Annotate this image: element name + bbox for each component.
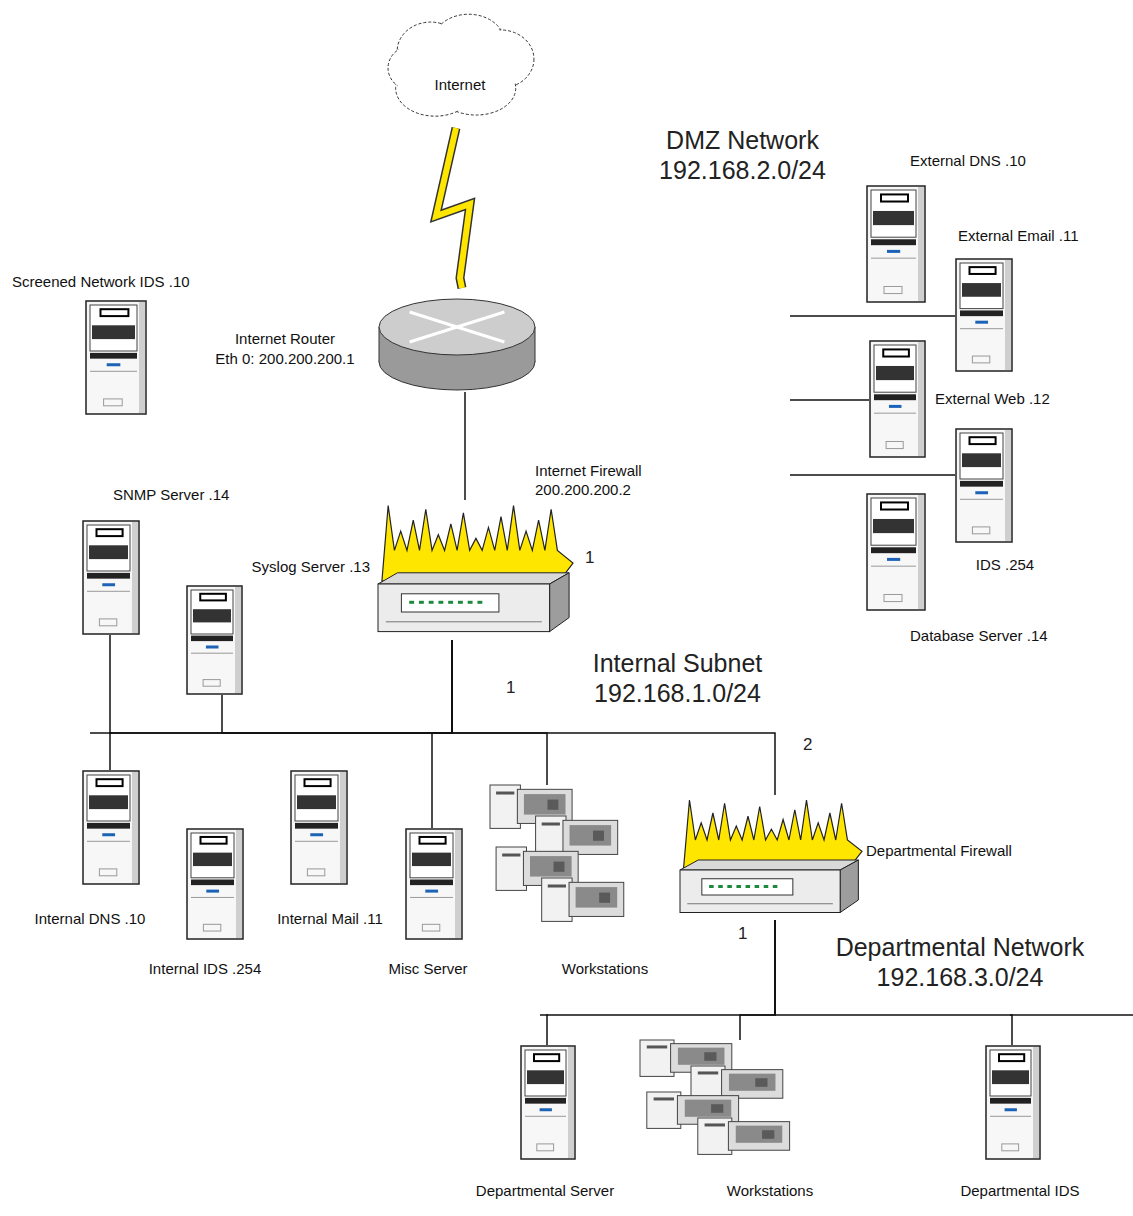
device-label: Workstations <box>727 1182 813 1200</box>
server-icon <box>955 258 1013 372</box>
network-label: DMZ Network 192.168.2.0/24 <box>640 125 845 185</box>
network-device: Departmental IDS <box>960 1045 1080 1200</box>
wan-link <box>436 128 470 288</box>
network-device: Screened Network IDS .10 <box>12 273 190 415</box>
dmz-stub <box>790 315 955 317</box>
firewall-icon <box>680 795 862 920</box>
bus-line <box>1010 1014 1133 1016</box>
network-device: Departmental Server <box>476 1045 615 1200</box>
cloud-icon <box>385 12 537 124</box>
server-icon <box>85 300 147 415</box>
network-link <box>110 640 452 770</box>
server-icon <box>866 493 926 611</box>
network-device: Internal IDS .254 <box>149 828 262 978</box>
device-label: Eth 0: 200.200.200.1 <box>215 350 354 368</box>
network-link <box>432 640 452 828</box>
callout-number: 1 <box>738 924 758 944</box>
server-icon <box>985 1045 1041 1160</box>
link-line <box>547 920 775 1045</box>
dmz-stub <box>790 399 869 401</box>
network-device: Database Server .14 <box>866 493 1048 645</box>
workstations-icon <box>490 785 642 940</box>
device-label: Internal IDS .254 <box>149 960 262 978</box>
device-label: Departmental Firewall <box>866 842 1012 860</box>
bolt-outline <box>436 128 470 288</box>
link-line <box>110 635 452 733</box>
network-device: Workstations <box>640 1040 814 1200</box>
server-icon <box>82 770 140 885</box>
bolt-fill <box>436 128 470 288</box>
link-line <box>222 640 452 733</box>
device-label: External DNS .10 <box>910 152 1026 170</box>
network-device: External Email .11 <box>955 227 1079 372</box>
device-label: Internet <box>435 76 486 94</box>
network-link <box>452 640 547 785</box>
device-label: External Web .12 <box>935 390 1050 408</box>
network-link <box>547 920 775 1045</box>
device-label: Internal Mail .11 <box>277 910 383 928</box>
bus-line <box>90 732 112 734</box>
device-label: Departmental IDS <box>960 1182 1079 1200</box>
workstations-icon <box>640 1040 810 1170</box>
device-label: Internal DNS .10 <box>35 910 146 928</box>
network-link <box>222 640 452 733</box>
device-label: Misc Server <box>388 960 467 978</box>
network-link <box>465 392 466 500</box>
network-device: Internet <box>385 12 537 124</box>
link-line <box>452 640 547 785</box>
network-label: Departmental Network 192.168.3.0/24 <box>800 932 1120 992</box>
device-label: IDS .254 <box>976 556 1034 574</box>
network-device: Workstations <box>490 785 649 978</box>
network-label: Internal Subnet 192.168.1.0/24 <box>565 648 790 708</box>
network-device: Departmental Firewall <box>680 795 1012 920</box>
link-line <box>432 640 452 828</box>
firewall-icon <box>378 500 573 640</box>
network-link <box>110 635 452 733</box>
device-label: Internet Router <box>235 330 335 348</box>
device-label: Syslog Server .13 <box>252 558 370 576</box>
server-icon <box>405 828 463 940</box>
router-icon <box>378 292 536 392</box>
callout-number: 2 <box>803 735 823 755</box>
network-device: Internet Firewall200.200.200.2 <box>378 462 642 640</box>
server-icon <box>82 520 140 635</box>
server-icon <box>520 1045 576 1160</box>
server-icon <box>869 340 926 458</box>
device-label: Screened Network IDS .10 <box>12 273 190 291</box>
device-label: Database Server .14 <box>910 627 1048 645</box>
server-icon <box>955 428 1013 543</box>
network-device: Misc Server <box>388 828 468 978</box>
server-icon <box>186 585 243 695</box>
device-label: SNMP Server .14 <box>113 486 229 504</box>
callout-number: 1 <box>506 678 526 698</box>
server-icon <box>186 828 244 940</box>
dmz-stub <box>790 474 955 476</box>
network-device: Internet RouterEth 0: 200.200.200.1 <box>215 292 536 392</box>
device-label: Workstations <box>562 960 648 978</box>
server-icon <box>290 770 348 885</box>
server-icon <box>866 185 926 303</box>
device-label: External Email .11 <box>958 227 1079 245</box>
device-label: Departmental Server <box>476 1182 614 1200</box>
network-device: Syslog Server .13 <box>186 558 370 695</box>
link-line <box>110 640 452 770</box>
link-line <box>464 392 466 500</box>
callout-number: 1 <box>585 548 605 568</box>
network-device: Internal DNS .10 <box>35 770 146 928</box>
device-label: 200.200.200.2 <box>535 481 631 499</box>
device-label: Internet Firewall <box>535 462 642 480</box>
network-device: Internal Mail .11 <box>277 770 383 928</box>
network-device: IDS .254 <box>955 428 1035 574</box>
